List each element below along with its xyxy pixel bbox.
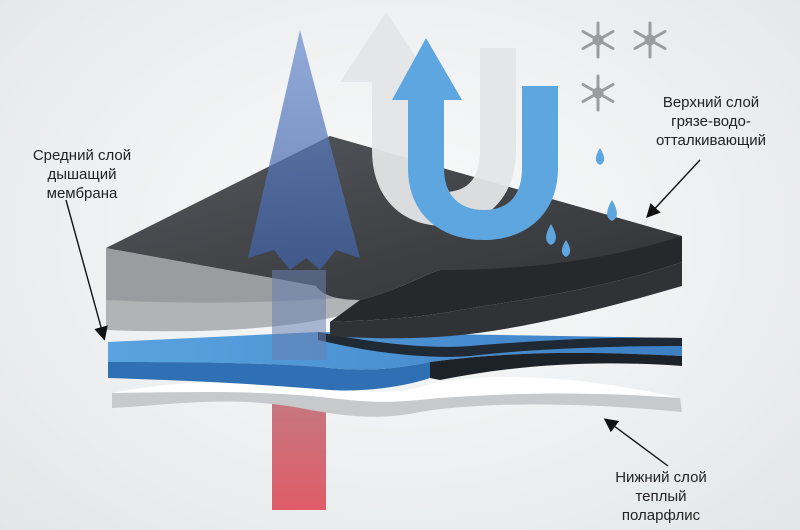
leader-line-middle (65, 199, 108, 341)
leader-line-top (646, 159, 701, 219)
middle-layer-membrane (108, 332, 682, 391)
label-top-line1: Верхний слой (662, 94, 760, 111)
label-middle-line3: мембрана (46, 185, 118, 202)
water-drop-icon (546, 148, 617, 257)
vapor-stem (272, 270, 326, 360)
water-repel-u-arrow-icon (392, 38, 558, 240)
snowflake-icon (581, 21, 615, 59)
label-top-layer: Верхний слой грязе-водо- отталкивающий (636, 93, 786, 150)
label-top-line3: отталкивающий (655, 132, 767, 149)
label-middle-line1: Средний слой (32, 147, 132, 164)
label-middle-line2: дышащий (47, 166, 117, 183)
label-bottom-layer: Нижний слой теплый поларфлис (566, 468, 756, 525)
snowflake-icon (633, 21, 667, 59)
label-bottom-line3: поларфлис (621, 507, 701, 524)
label-bottom-line2: теплый (635, 488, 687, 505)
water-repel-white-arrow-icon (340, 12, 516, 226)
leader-line-bottom (603, 418, 669, 467)
vapor-arrow-icon (248, 30, 360, 270)
top-layer-shell (106, 136, 682, 339)
label-bottom-line1: Нижний слой (615, 469, 707, 486)
snowflake-icon (581, 74, 615, 112)
label-top-line2: грязе-водо- (671, 113, 751, 130)
label-middle-layer: Средний слой дышащий мембрана (2, 146, 162, 203)
